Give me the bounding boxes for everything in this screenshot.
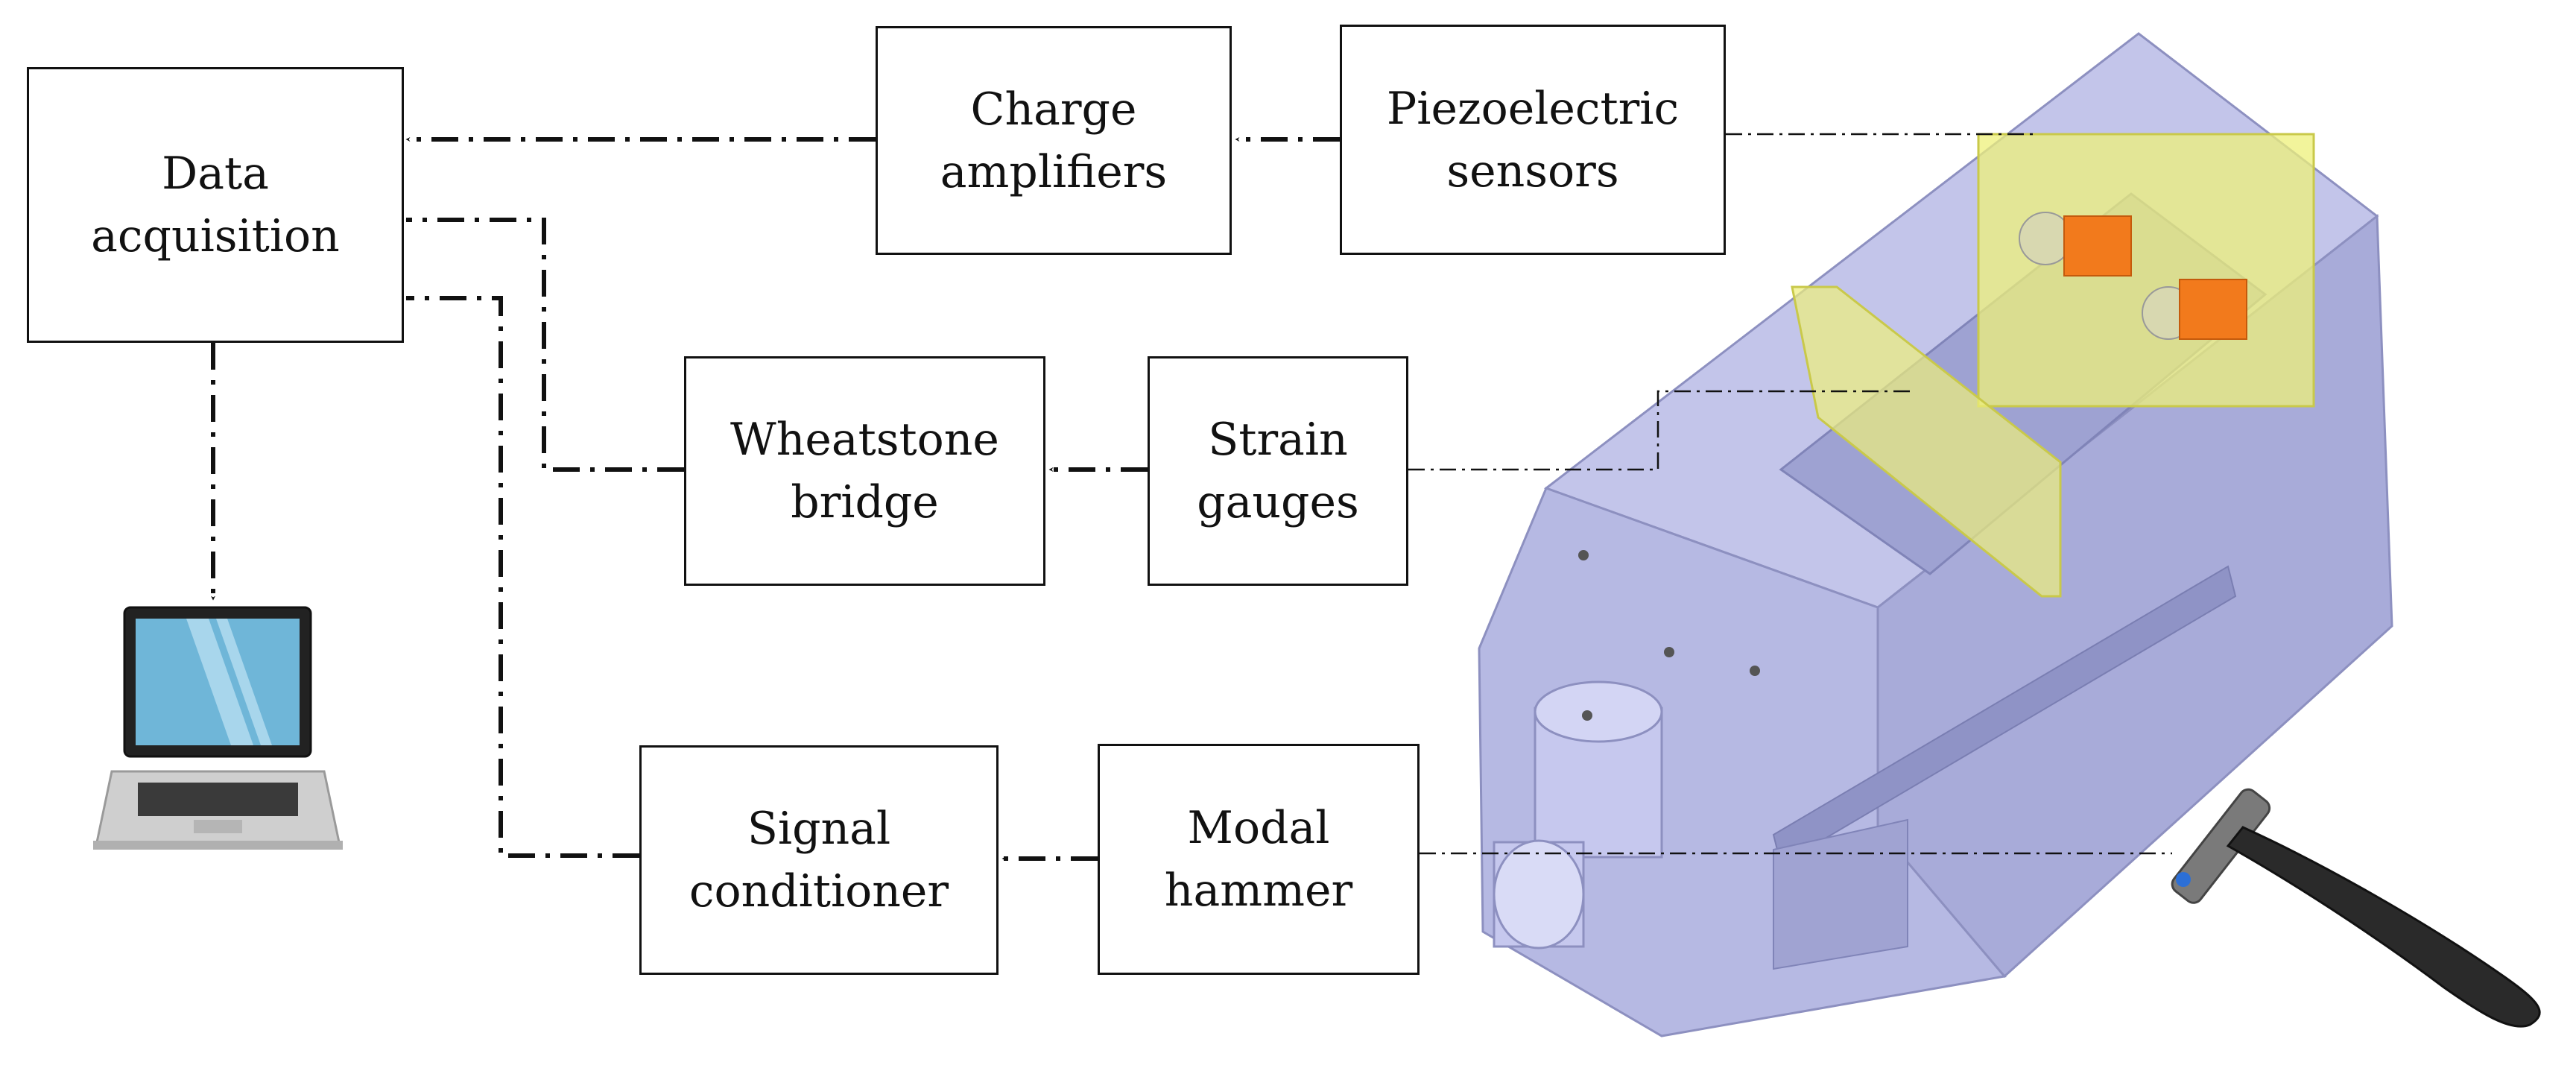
data-acquisition-block: Data acquisition (27, 67, 404, 343)
strain-gauges-label-line2: gauges (1197, 476, 1359, 528)
data-acquisition-label-line2: acquisition (91, 210, 340, 262)
strain-gauges-block: Strain gauges (1148, 356, 1408, 586)
modal-hammer-label-line1: Modal (1187, 802, 1330, 854)
piezoelectric-sensors-block: Piezoelectric sensors (1340, 25, 1726, 255)
piezoelectric-sensors-label-line2: sensors (1446, 145, 1619, 198)
machine-vise-illustration (1478, 32, 2393, 1037)
modal-hammer-illustration (2171, 788, 2541, 1028)
wheatstone-bridge-label-line2: bridge (791, 476, 939, 528)
signal-conditioner-block: Signal conditioner (639, 745, 999, 975)
sensor-leader-lines (1408, 133, 2172, 855)
modal-hammer-label-line2: hammer (1164, 865, 1353, 917)
piezoelectric-sensors-label-line1: Piezoelectric (1386, 82, 1680, 135)
signal-conditioner-label-line1: Signal (747, 803, 891, 855)
charge-amplifiers-label-line1: Charge (970, 83, 1137, 136)
modal-hammer-block: Modal hammer (1098, 744, 1420, 975)
signal-conditioner-label-line2: conditioner (689, 865, 949, 917)
charge-amplifiers-block: Charge amplifiers (876, 26, 1232, 255)
charge-amplifiers-label-line2: amplifiers (940, 145, 1168, 198)
laptop-icon (93, 606, 343, 850)
signal-connectors (211, 137, 1340, 861)
strain-gauges-label-line1: Strain (1208, 414, 1348, 466)
wheatstone-bridge-block: Wheatstone bridge (684, 356, 1045, 586)
wheatstone-bridge-label-line1: Wheatstone (730, 414, 999, 466)
data-acquisition-label-line1: Data (162, 148, 269, 200)
